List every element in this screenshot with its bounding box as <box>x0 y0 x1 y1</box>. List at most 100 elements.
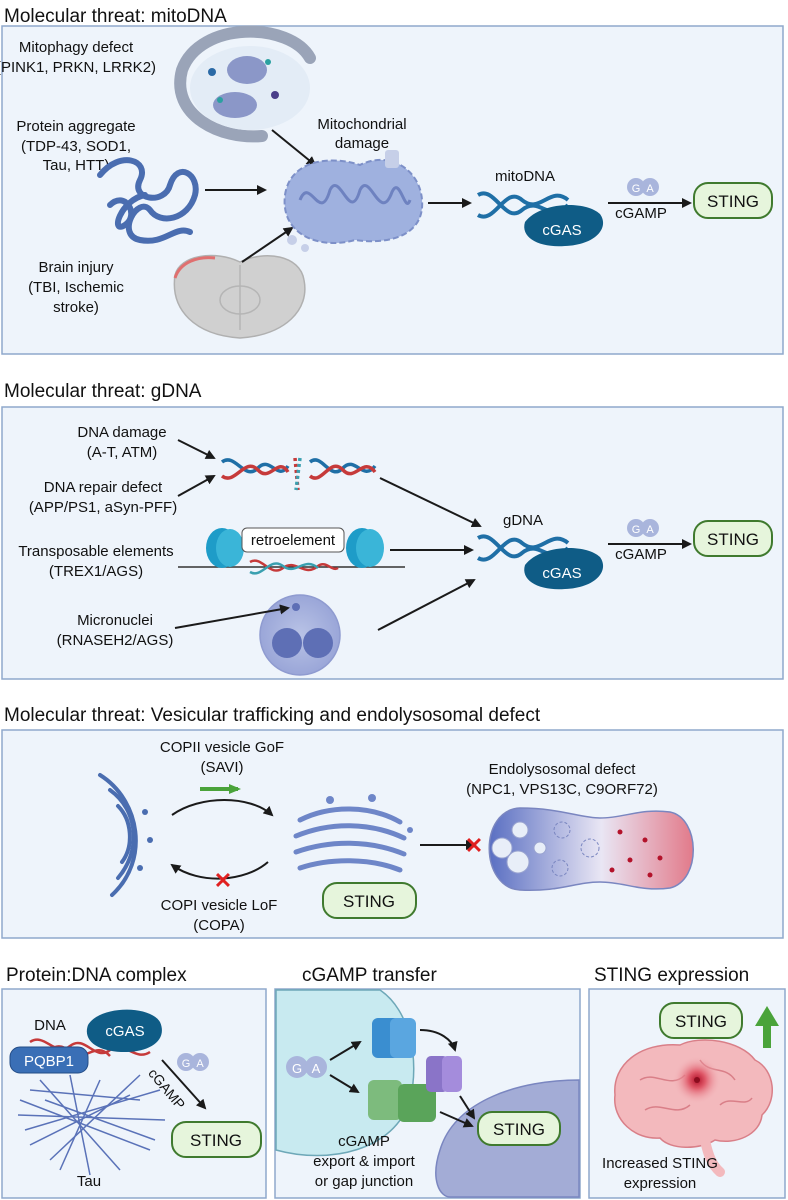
cgamp-a-circle-protein <box>191 1053 209 1071</box>
endoplasmic-reticulum-icon <box>98 773 153 897</box>
nucleosome-right-icon <box>346 528 384 568</box>
sting-label-expression: STING <box>675 1012 727 1031</box>
cgamp-a-circle-transfer <box>305 1056 327 1078</box>
nucleosome-left-icon <box>206 528 244 568</box>
arrow-golgi-to-er <box>170 861 269 880</box>
label-cgamp-mito: cGAMP <box>615 205 667 222</box>
label-cgas-gdna: cGAS <box>542 565 581 582</box>
cgamp-a-gdna: A <box>646 524 654 536</box>
cgas-mito-shape <box>524 204 604 247</box>
arrow-injury-to-damage <box>241 226 294 263</box>
label-transfer-line2: export & import <box>313 1153 416 1170</box>
label-damage-line2: damage <box>335 135 389 152</box>
label-repair-line1: DNA repair defect <box>44 479 163 496</box>
sting-label-vesicular: STING <box>343 892 395 911</box>
sting-box-protein <box>171 1121 262 1158</box>
arrow-to-blue-transporter <box>329 1040 362 1061</box>
section-title-mitodna: Molecular threat: mitoDNA <box>4 6 227 27</box>
label-copii-line2: (SAVI) <box>200 759 243 776</box>
label-copii-line1: COPII vesicle GoF <box>160 739 284 756</box>
arrow-damage-to-break <box>177 439 216 459</box>
protein-aggregate-icon <box>97 157 199 244</box>
purple-transporter-icon <box>426 1056 462 1092</box>
label-expression-line1: Increased STING <box>602 1155 718 1172</box>
arrow-purple-to-sting <box>459 1095 476 1120</box>
cgamp-g-gdna: G <box>632 524 641 536</box>
retroelement-box <box>241 527 345 553</box>
sting-label-transfer: STING <box>493 1120 545 1139</box>
sting-box-mito <box>693 182 773 219</box>
label-expression-line2: expression <box>624 1175 697 1192</box>
arrow-micronuclei <box>174 604 290 629</box>
arrow-to-purple-transporter <box>419 1029 458 1052</box>
label-aggregate-line3: Tau, HTT) <box>43 157 110 174</box>
sting-box-gdna <box>693 520 773 557</box>
label-copi-line2: (COPA) <box>193 917 244 934</box>
cgamp-g-protein: G <box>182 1058 191 1070</box>
label-aggregate-line2: (TDP-43, SOD1, <box>21 138 131 155</box>
label-aggregate-line1: Protein aggregate <box>16 118 135 135</box>
label-micronuclei-line1: Micronuclei <box>77 612 153 629</box>
label-transfer-line1: cGAMP <box>338 1133 390 1150</box>
label-dna-damage-line1: DNA damage <box>77 424 166 441</box>
label-endo-line2: (NPC1, VPS13C, C9ORF72) <box>466 781 658 798</box>
arrow-to-gap-junction <box>329 1074 360 1094</box>
arrow-repair-to-break <box>177 475 216 497</box>
label-pqbp1: PQBP1 <box>24 1053 74 1070</box>
pqbp1-shape <box>9 1046 89 1074</box>
sting-label-protein: STING <box>190 1131 242 1150</box>
micronuclei-cell-icon <box>259 594 341 676</box>
cgamp-g-circle-transfer <box>286 1056 308 1078</box>
brain-icon <box>614 1039 773 1177</box>
cgamp-a-protein: A <box>196 1058 204 1070</box>
label-dna-damage-line2: (A-T, ATM) <box>87 444 158 461</box>
arrow-micronuclei-to-gdna <box>377 579 476 631</box>
cgamp-g-transfer: G <box>292 1061 302 1076</box>
brain-section-icon <box>173 254 306 339</box>
label-dna-protein: DNA <box>34 1017 66 1034</box>
section-title-transfer: cGAMP transfer <box>302 965 437 986</box>
label-mitophagy-line1: Mitophagy defect <box>19 39 134 56</box>
retroelement-dna-icon <box>249 559 339 575</box>
sting-label-gdna: STING <box>707 530 759 549</box>
cgamp-g-circle-protein <box>177 1053 195 1071</box>
arrow-er-to-golgi <box>171 799 274 817</box>
section-title-gdna: Molecular threat: gDNA <box>4 381 202 402</box>
damaged-mitochondrion-icon <box>283 150 424 252</box>
label-transfer-line3: or gap junction <box>315 1173 413 1190</box>
label-cgas-mito: cGAS <box>542 222 581 239</box>
sting-box-expression <box>659 1002 743 1039</box>
arrow-cgamp-protein <box>161 1059 207 1110</box>
cgamp-g-circle-gdna <box>627 519 645 537</box>
arrow-break-to-gdna <box>379 477 482 528</box>
cgamp-a-mito: A <box>646 183 654 195</box>
label-injury-line1: Brain injury <box>38 259 114 276</box>
blue-transporter-icon <box>372 1018 416 1058</box>
label-endo-line1: Endolysosomal defect <box>489 761 637 778</box>
broken-dna-icon <box>220 457 377 491</box>
label-mitophagy-line2: (PINK1, PRKN, LRRK2) <box>0 59 156 76</box>
label-cgamp-gdna: cGAMP <box>615 546 667 563</box>
cgamp-a-circle-gdna <box>641 519 659 537</box>
label-repair-line2: (APP/PS1, aSyn-PFF) <box>29 499 177 516</box>
green-gap-junction-icon <box>368 1080 436 1122</box>
label-injury-line2: (TBI, Ischemic <box>28 279 124 296</box>
label-copi-line1: COPI vesicle LoF <box>161 897 278 914</box>
section-title-protein: Protein:DNA complex <box>6 965 187 986</box>
cgamp-g-circle-mito <box>627 178 645 196</box>
label-gdna: gDNA <box>503 512 543 529</box>
label-transposable-line1: Transposable elements <box>18 543 173 560</box>
endolysosome-icon <box>488 807 694 892</box>
arrow-gap-to-sting <box>439 1111 474 1128</box>
green-up-arrow-icon <box>755 1006 779 1048</box>
cgas-gdna-shape <box>524 547 604 590</box>
label-cgas-protein: cGAS <box>105 1023 144 1040</box>
label-injury-line3: stroke) <box>53 299 99 316</box>
label-retroelement: retroelement <box>251 532 336 549</box>
sting-box-vesicular <box>322 882 417 919</box>
cgamp-g-mito: G <box>632 183 641 195</box>
label-damage-line1: Mitochondrial <box>317 116 406 133</box>
autophagosome-icon <box>174 25 316 143</box>
cgamp-a-transfer: A <box>312 1061 321 1076</box>
